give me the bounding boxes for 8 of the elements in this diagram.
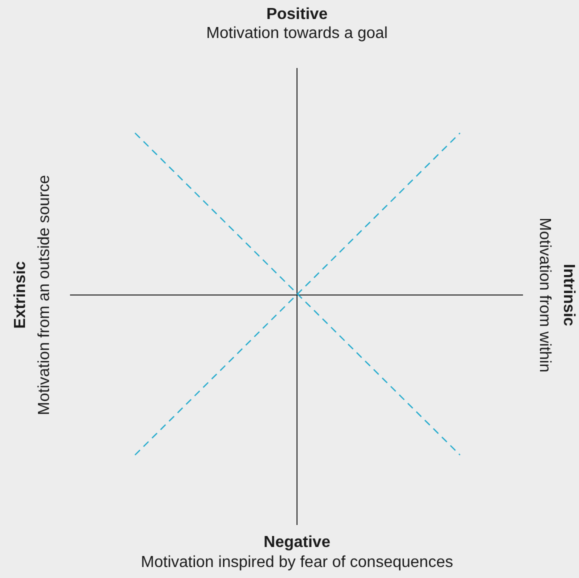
axis-heading: Positive (266, 6, 328, 24)
axis-heading: Negative (264, 534, 330, 552)
axis-description: Motivation from within (535, 218, 553, 372)
axis-description: Motivation inspired by fear of consequences (140, 554, 454, 572)
axis-heading: Intrinsic (559, 264, 577, 326)
axis-heading: Extrinsic (12, 261, 30, 329)
axis-description: Motivation from an outside source (36, 174, 54, 416)
axis-description: Motivation towards a goal (206, 25, 388, 43)
